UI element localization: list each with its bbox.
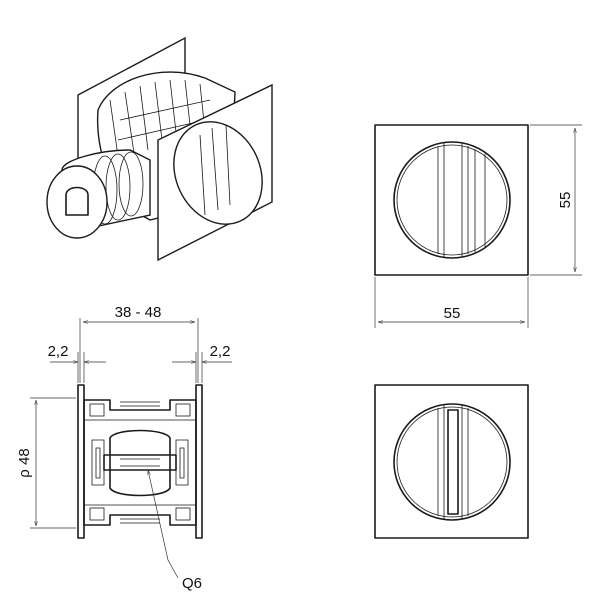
label-front-height: 55	[557, 192, 574, 209]
section-left-plate	[77, 384, 85, 539]
front-plate-bottom	[374, 384, 529, 539]
front-view-bottom	[374, 384, 529, 539]
section-housing	[83, 399, 197, 526]
front-disc-bottom	[393, 403, 511, 521]
leader-square	[148, 470, 179, 579]
front-disc-top-lines	[437, 143, 486, 257]
label-depth-range: 38 - 48	[115, 304, 162, 321]
label-diameter: ρ 48	[16, 448, 33, 477]
section-spindle	[103, 454, 177, 471]
front-disc-top	[393, 141, 511, 259]
section-spindle-lines	[120, 458, 160, 467]
iso-front-disc	[173, 121, 263, 225]
isometric-view	[46, 36, 273, 262]
label-left-plate: 2,2	[48, 343, 69, 360]
front-disc-bottom-inner	[396, 406, 508, 518]
front-disc-top-inner	[396, 144, 508, 256]
front-disc-bottom-slot	[447, 409, 459, 515]
section-core	[109, 429, 171, 497]
front-plate-top	[374, 124, 529, 276]
iso-disc-lines	[199, 124, 231, 216]
iso-knob-face	[46, 165, 108, 239]
section-right-plate	[195, 384, 203, 539]
side-section-view: 38 - 48 2,2 2,2 ρ 48 Q6	[16, 304, 232, 592]
label-square: Q6	[182, 575, 202, 592]
front-disc-bottom-lines	[437, 405, 469, 519]
front-view-top: 55 55	[374, 124, 582, 328]
section-housing-details	[84, 401, 196, 524]
iso-knob-slot	[65, 186, 89, 216]
label-right-plate: 2,2	[210, 343, 231, 360]
label-front-width: 55	[444, 305, 461, 322]
